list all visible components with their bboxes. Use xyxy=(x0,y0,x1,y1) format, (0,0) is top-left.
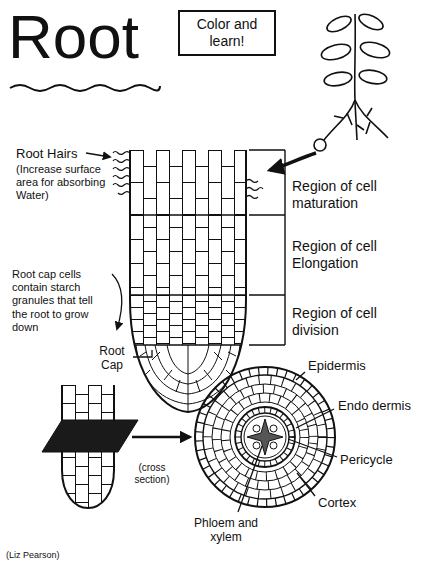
region-label: Region of cell Elongation xyxy=(292,238,404,272)
leader-line xyxy=(112,274,122,329)
region-bracket xyxy=(249,150,285,345)
title-underline xyxy=(10,85,160,91)
region-label: Region of cell maturation xyxy=(292,178,404,212)
part-label: Cortex xyxy=(318,495,398,511)
part-label: Root Hairs xyxy=(16,146,96,162)
leader-line xyxy=(86,153,110,157)
part-label: Pericycle xyxy=(340,452,430,468)
part-label: Endo dermis xyxy=(338,398,428,414)
part-label: Root Cap xyxy=(92,344,132,373)
leader-line xyxy=(238,372,337,512)
section-arrow xyxy=(132,436,190,439)
root-tip xyxy=(128,150,248,412)
note-text: Root cap cells contain starch granules t… xyxy=(12,268,108,334)
part-label: Epidermis xyxy=(308,358,398,374)
root-hairs xyxy=(113,152,263,199)
part-label: Phloem and xylem xyxy=(190,516,262,545)
cross-section xyxy=(195,367,335,507)
note-box: Color and learn! xyxy=(178,10,276,56)
title-text: Root xyxy=(8,6,139,68)
note-text: (cross section) xyxy=(124,462,180,486)
zoom-arrow xyxy=(270,153,316,170)
plant-sketch xyxy=(314,11,391,151)
leader-line xyxy=(133,350,152,357)
note-text: (Increase surface area for absorbing Wat… xyxy=(16,163,108,203)
credit-text: (Liz Pearson) xyxy=(6,550,96,561)
box-text: Color and learn! xyxy=(188,16,266,50)
region-label: Region of cell division xyxy=(292,305,404,339)
sliced-root xyxy=(42,385,138,510)
